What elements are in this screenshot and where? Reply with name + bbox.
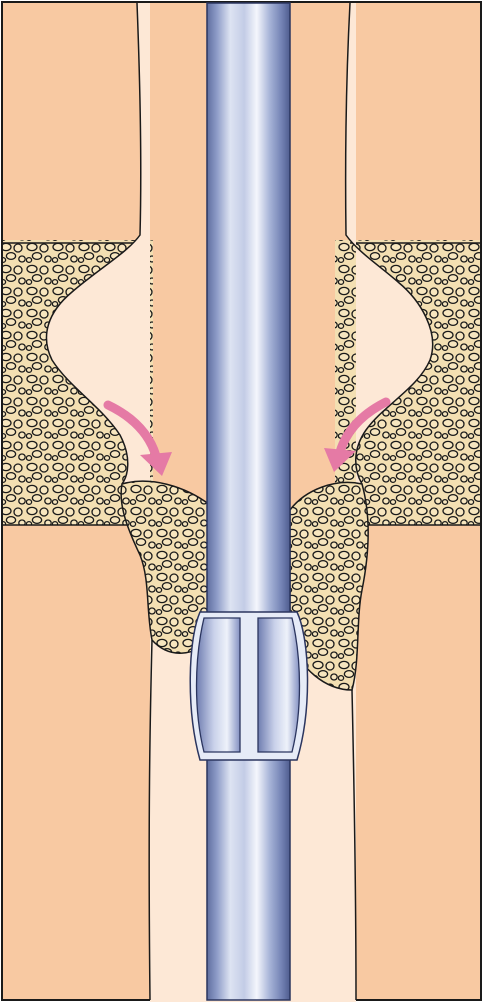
centralizer-pad-right	[258, 618, 300, 752]
centralizer-pad-left	[197, 618, 241, 752]
drill-pipe	[207, 3, 290, 1000]
